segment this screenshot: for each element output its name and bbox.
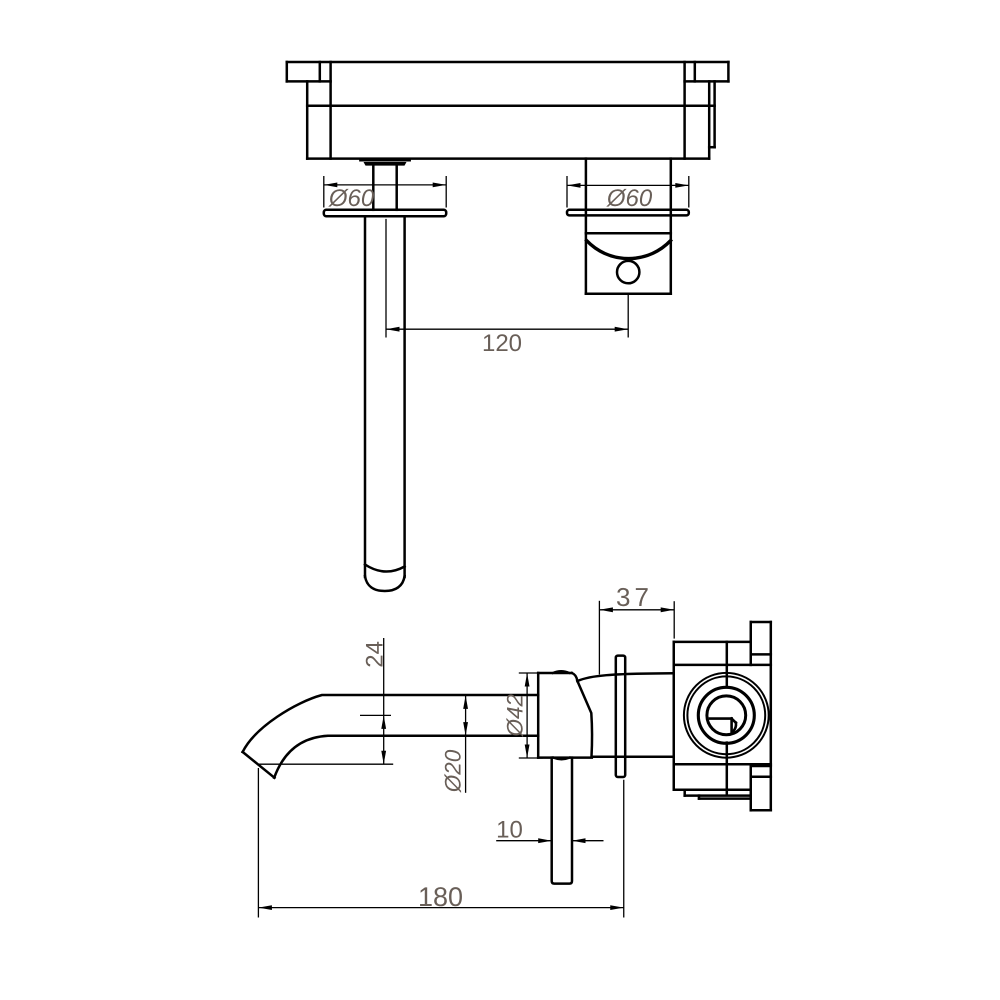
svg-text:Ø60: Ø60 — [328, 185, 375, 212]
svg-text:Ø42: Ø42 — [502, 693, 527, 737]
svg-text:24: 24 — [361, 641, 388, 668]
svg-text:Ø60: Ø60 — [606, 185, 653, 212]
svg-text:10: 10 — [496, 817, 523, 844]
svg-text:180: 180 — [418, 882, 463, 912]
svg-text:120: 120 — [482, 330, 522, 357]
svg-text:Ø20: Ø20 — [440, 749, 465, 793]
svg-text:37: 37 — [616, 582, 653, 612]
